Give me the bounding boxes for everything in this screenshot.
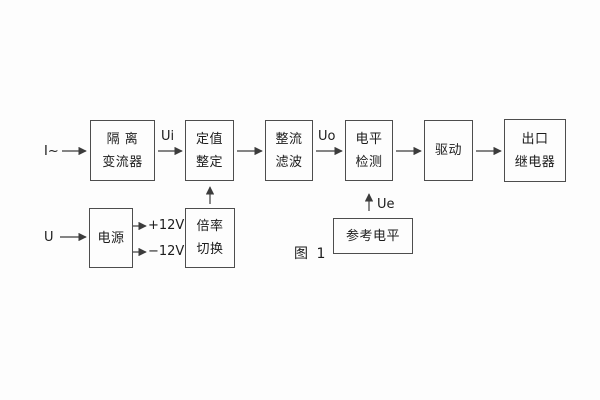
figure-caption: 图 1 — [294, 246, 328, 262]
block-isolation-line1: 隔 离 — [106, 131, 139, 147]
block-power-supply: 电源 — [89, 208, 133, 268]
block-setpoint-adjust: 定值 整定 — [185, 120, 234, 181]
block-reference-level: 参考电平 — [333, 218, 413, 254]
block-level-line1: 电平 — [355, 131, 383, 147]
label-signal-ue: Ue — [377, 197, 395, 212]
block-level-line2: 检测 — [355, 154, 383, 170]
block-rectifier-line1: 整流 — [275, 131, 303, 147]
block-output-relay: 出口 继电器 — [504, 119, 566, 182]
block-ratio-switch: 倍率 切换 — [185, 208, 235, 268]
block-ratio-line1: 倍率 — [196, 219, 224, 234]
label-rail-plus12v: +12V — [148, 218, 185, 233]
block-rectifier-filter: 整流 滤波 — [265, 120, 313, 181]
label-rail-minus12v: −12V — [148, 244, 185, 259]
block-reference-line1: 参考电平 — [345, 228, 400, 244]
block-power-line1: 电源 — [97, 230, 125, 246]
label-voltage-input: U — [44, 230, 54, 245]
block-isolation-transformer: 隔 离 变流器 — [90, 120, 155, 181]
label-current-input: I~ — [44, 144, 59, 159]
block-level-detect: 电平 检测 — [345, 120, 393, 181]
block-ratio-line2: 切换 — [196, 242, 224, 257]
block-setting-line2: 整定 — [195, 154, 223, 170]
label-signal-uo: Uo — [318, 129, 336, 144]
block-output-line2: 继电器 — [514, 154, 556, 170]
block-drive-line1: 驱动 — [434, 143, 462, 158]
block-isolation-line2: 变流器 — [102, 154, 143, 170]
block-drive: 驱动 — [424, 120, 473, 181]
block-output-line1: 出口 — [521, 131, 549, 147]
label-signal-ui: Ui — [161, 129, 175, 144]
block-setting-line1: 定值 — [195, 131, 223, 147]
block-rectifier-line2: 滤波 — [275, 154, 303, 170]
